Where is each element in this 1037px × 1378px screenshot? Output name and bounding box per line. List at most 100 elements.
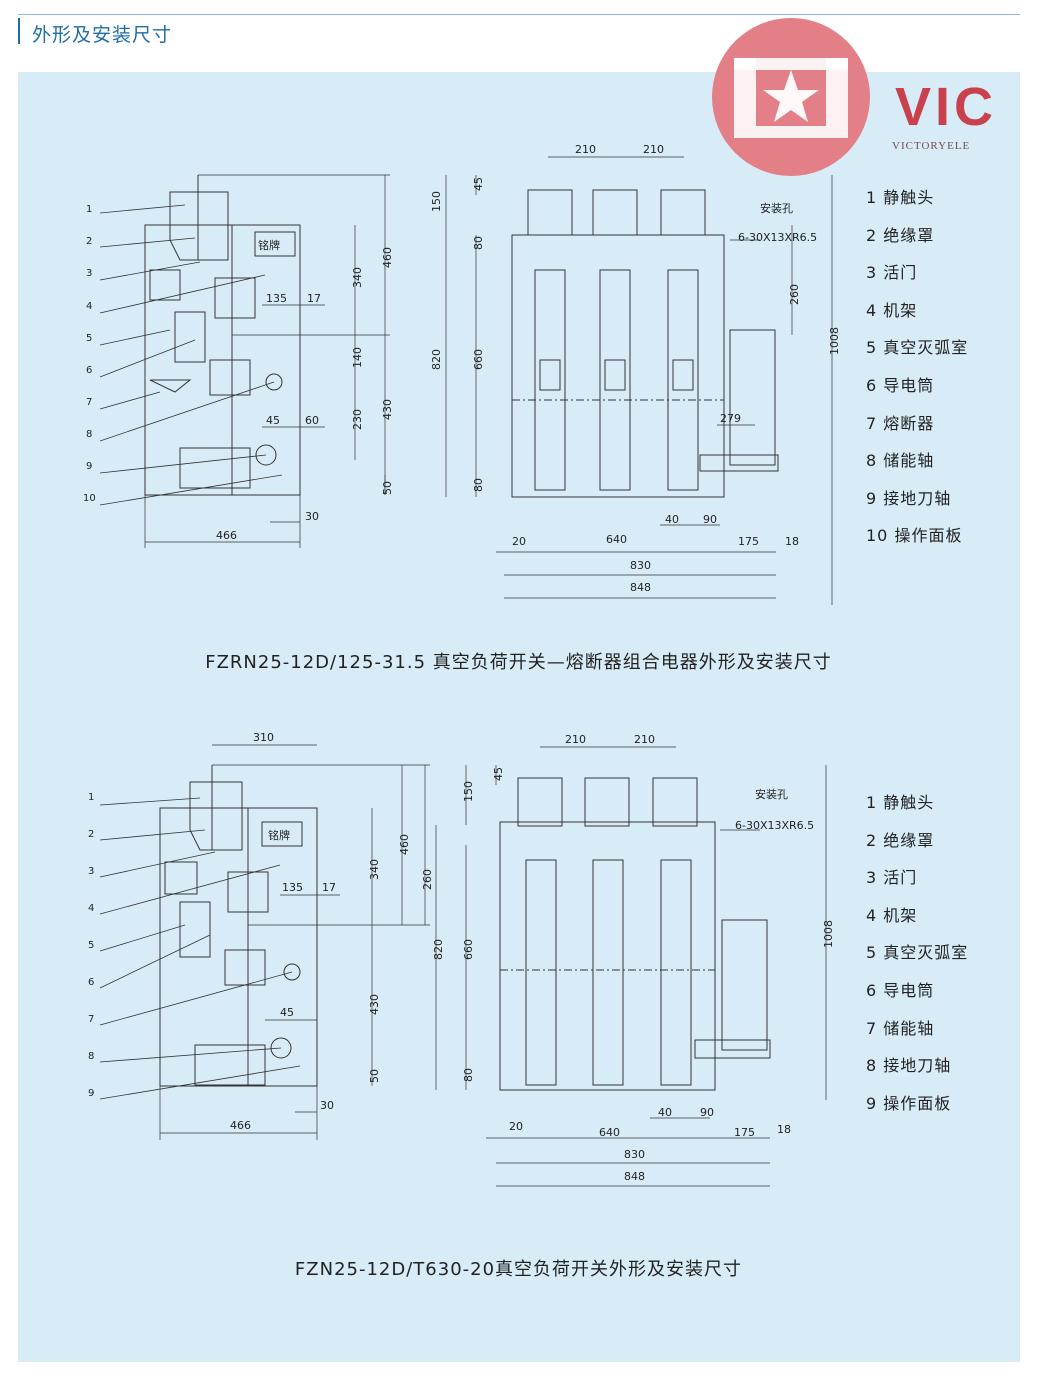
d2-bushing-lower (224, 949, 266, 986)
d2-nameplate-box (261, 821, 303, 847)
diagram2-front-view (435, 746, 827, 1187)
d2-legend-item: 6 导电筒 (866, 980, 935, 1000)
d2-dim-660: 660 (462, 939, 475, 960)
d1-legend-item: 6 导电筒 (866, 375, 935, 395)
d2-phase-2 (584, 777, 630, 1086)
d2-dim-210b: 210 (634, 733, 655, 746)
d1-dim-80a: 80 (472, 236, 485, 250)
content-panel (18, 72, 1020, 1362)
d1-dim-135: 135 (266, 292, 287, 305)
d2-shutter (164, 861, 198, 895)
d1-nameplate-label: 铭牌 (258, 238, 280, 252)
d2-front-shaft (694, 1039, 771, 1059)
d1-dim-90: 90 (703, 513, 717, 526)
d2-dim-310: 310 (253, 731, 274, 744)
d2-callout-1: 1 (88, 792, 94, 803)
d2-dim-260: 260 (421, 869, 434, 890)
d2-front-dims (435, 746, 827, 1187)
d2-front-dim-labels: 210 210 45 150 820 660 80 1008 40 90 20 … (432, 733, 835, 1183)
d1-legend-item: 1 静触头 (866, 188, 935, 207)
d1-callout-1: 1 (86, 204, 92, 215)
d1-dim-140: 140 (351, 347, 364, 368)
d2-hole-spec: 6-30X13XR6.5 (735, 819, 814, 832)
d1-legend-item: 7 熔断器 (866, 413, 935, 433)
d1-dim-430: 430 (381, 399, 394, 420)
d1-bushing-upper (214, 277, 256, 319)
d1-phase-2 (592, 189, 638, 491)
d2-dim-80: 80 (462, 1068, 475, 1082)
d2-side-dim-labels: 铭牌 310 460 340 260 135 17 430 45 50 30 4… (230, 731, 434, 1132)
d2-dim-820: 820 (432, 939, 445, 960)
d2-callout-leaders (99, 797, 301, 1100)
d1-bushing-lower (209, 359, 251, 396)
d1-legend-item: 4 机架 (866, 300, 918, 320)
d1-dim-660: 660 (472, 349, 485, 370)
d1-energy-shaft (265, 373, 283, 391)
d2-dim-340: 340 (368, 859, 381, 880)
d2-callout-5: 5 (88, 940, 94, 951)
logo-sub-text: VICTORYELE (892, 140, 971, 152)
d1-dim-830: 830 (630, 559, 651, 572)
d2-callout-9: 9 (88, 1088, 94, 1099)
d1-dim-820: 820 (430, 349, 443, 370)
d2-front-mechanism (721, 919, 768, 1051)
d1-earth-shaft (255, 444, 277, 466)
d1-front-dim-labels: 210 210 45 150 80 820 660 80 260 1008 27… (430, 143, 841, 594)
d2-insulator-cover (189, 781, 243, 851)
d2-legend-item: 2 绝缘罩 (866, 830, 935, 850)
d2-dim-50: 50 (368, 1069, 381, 1083)
d1-callout-9: 9 (86, 461, 92, 472)
d2-dim-17: 17 (322, 881, 336, 894)
d2-legend-item: 3 活门 (866, 868, 918, 888)
d2-dim-1008: 1008 (822, 920, 835, 948)
d2-earth-shaft (270, 1037, 292, 1059)
header-accent-bar (18, 18, 20, 44)
d1-callout-6: 6 (86, 365, 92, 376)
page-header: 外形及安装尺寸 (18, 12, 1020, 48)
d1-dim-30: 30 (305, 510, 319, 523)
d2-side-dims (159, 744, 430, 1140)
d1-dim-60: 60 (305, 414, 319, 427)
d1-callout-8: 8 (86, 429, 92, 440)
d1-front-frame (511, 234, 725, 498)
d2-caption: FZN25-12D/T630-20真空负荷开关外形及安装尺寸 (294, 1259, 743, 1280)
diagram2-side-view (99, 744, 430, 1140)
d1-legend-item: 2 绝缘罩 (866, 225, 935, 245)
company-logo: VIC VICTORYELE (712, 18, 1002, 178)
d2-legend-item: 8 接地刀轴 (866, 1056, 952, 1076)
d1-side-dims (144, 174, 390, 548)
d1-dim-279: 279 (720, 412, 741, 425)
d2-dim-90: 90 (700, 1106, 714, 1119)
d1-dim-640: 640 (606, 533, 627, 546)
d1-dim-45: 45 (266, 414, 280, 427)
d1-fuse (149, 379, 192, 393)
d1-callout-2: 2 (86, 236, 92, 247)
d1-front-shaft (699, 454, 779, 472)
d1-dim-40: 40 (665, 513, 679, 526)
d1-callout-10: 10 (83, 493, 96, 504)
d2-dim-466: 466 (230, 1119, 251, 1132)
d1-legend-item: 3 活门 (866, 263, 918, 283)
d1-dim-340: 340 (351, 267, 364, 288)
logo-brand-text: VIC (895, 77, 998, 137)
header-rule (18, 14, 1020, 15)
d1-front-mechanism (729, 329, 776, 466)
d2-dim-640: 640 (599, 1126, 620, 1139)
d1-front-dims (445, 156, 833, 605)
d2-dim-430: 430 (368, 994, 381, 1015)
d2-energy-shaft (283, 963, 301, 981)
d1-operating-panel (179, 447, 251, 489)
d1-shutter (149, 269, 181, 301)
d1-insulator-cover (169, 191, 229, 261)
d1-dim-20: 20 (512, 535, 526, 548)
page-title: 外形及安装尺寸 (32, 24, 173, 46)
d2-dim-175: 175 (734, 1126, 755, 1139)
d2-dim-30: 30 (320, 1099, 334, 1112)
d1-callout-leaders (99, 204, 283, 506)
d2-dim-150: 150 (462, 781, 475, 802)
d1-dim-1008: 1008 (828, 327, 841, 355)
d1-legend-item: 10 操作面板 (866, 526, 963, 546)
d2-legend-item: 9 操作面板 (866, 1093, 952, 1113)
d1-dim-17: 17 (307, 292, 321, 305)
